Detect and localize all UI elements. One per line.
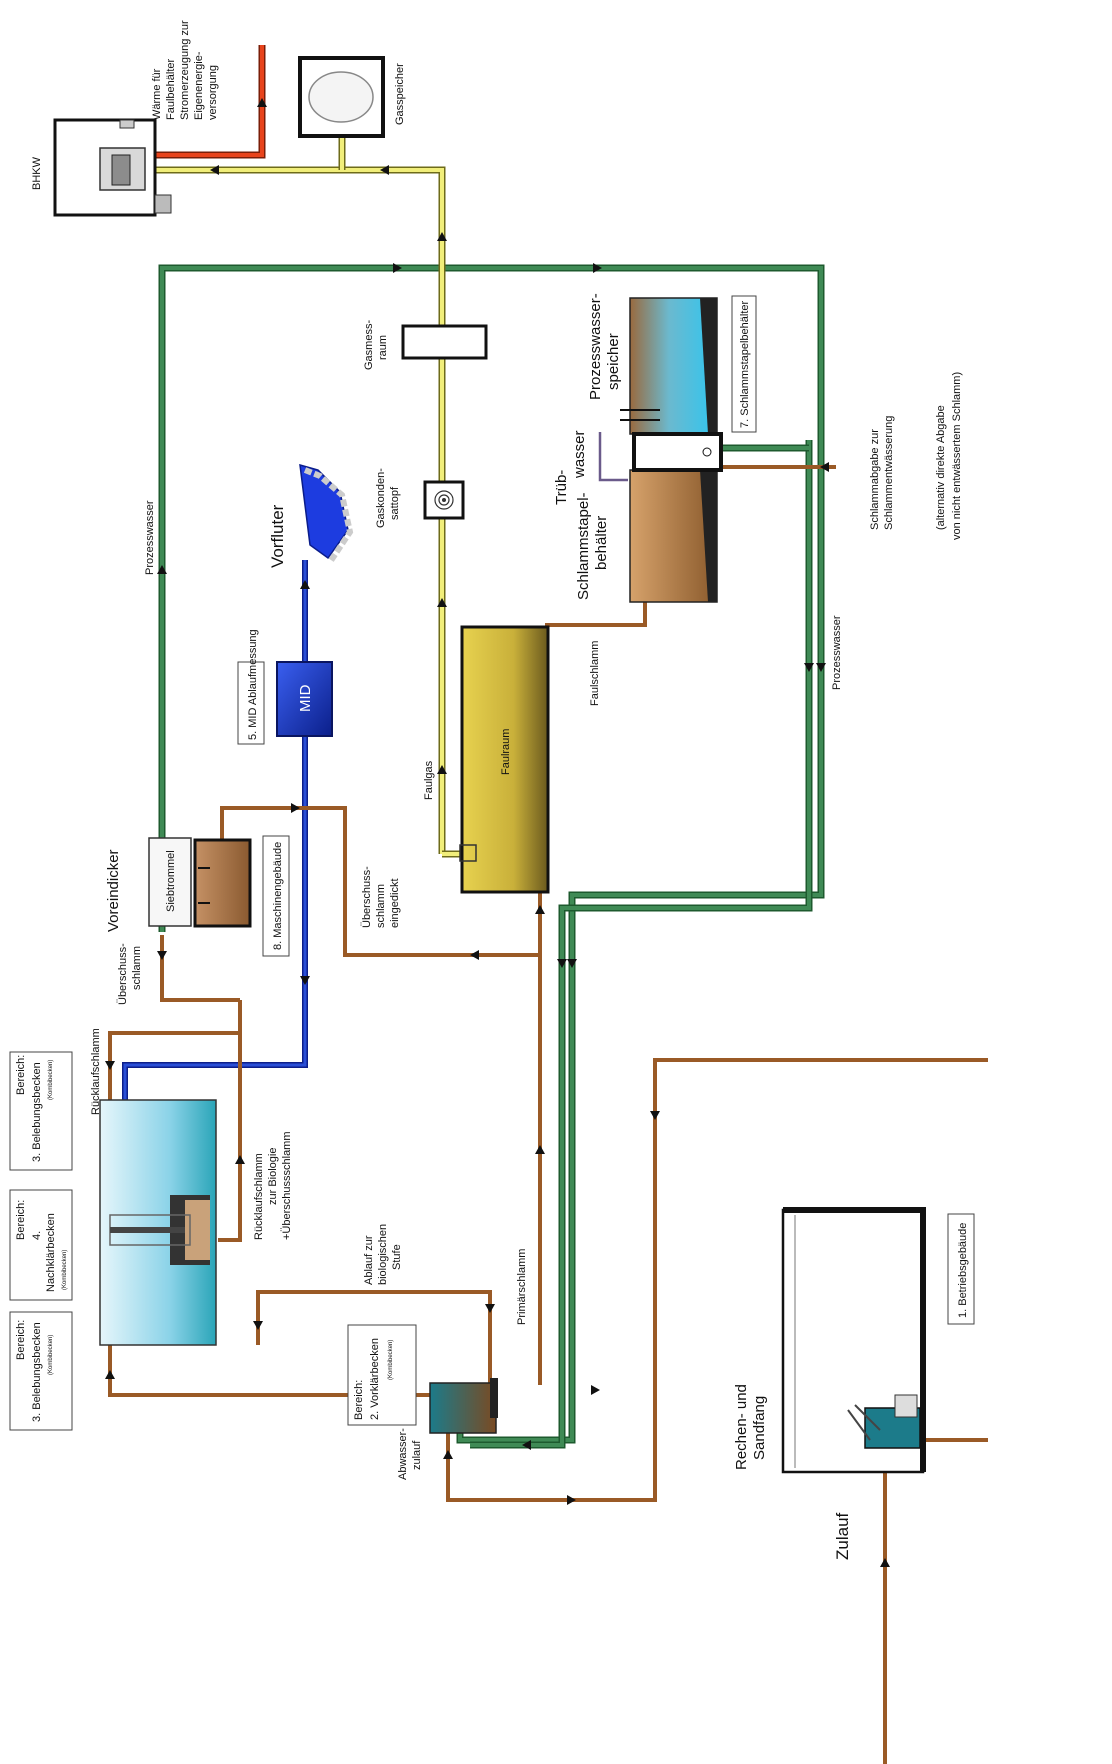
label-bereich-beleb-a-2: 3. Belebungsbecken xyxy=(31,1062,43,1162)
gaskondensattopf xyxy=(423,480,465,520)
label-ablauf-bio-2: biologischen xyxy=(377,1224,389,1285)
rechen-sandfang-machine xyxy=(847,1394,921,1449)
label-ueberschuss-eing-3: eingedickt xyxy=(389,878,401,928)
label-rechen-1: Rechen- und xyxy=(733,1384,750,1470)
belebungsbecken-tank xyxy=(99,1099,217,1346)
gas-pipes xyxy=(155,138,468,858)
gasspeicher-tank xyxy=(298,56,385,138)
vorfluter-channel xyxy=(299,463,354,564)
label-ueberschuss-2: schlamm xyxy=(131,946,143,990)
sludge-pipes xyxy=(108,465,988,1764)
flow-arrows xyxy=(105,98,890,1567)
label-gasspeicher: Gasspeicher xyxy=(394,63,406,125)
label-schlammstapel-1: Schlammstapel- xyxy=(575,492,592,600)
gasmessraum-box xyxy=(401,324,488,360)
label-bereich-nach-2: 4. xyxy=(31,1231,43,1240)
label-ueberschuss-1: Überschuss- xyxy=(117,943,129,1005)
label-alternativ-1: (alternativ direkte Abgabe xyxy=(935,405,947,530)
label-siebtrommel: Siebtrommel xyxy=(165,850,177,912)
label-alternativ-2: von nicht entwässertem Schlamm) xyxy=(951,372,963,540)
label-ueberschuss-eing-1: Überschuss- xyxy=(361,866,373,928)
label-bereich-vor-3: (Kombibecken) xyxy=(388,1340,394,1380)
label-zulauf: Zulauf xyxy=(833,1512,852,1560)
bhkw-building xyxy=(53,118,172,217)
heat-pipe xyxy=(150,45,266,159)
label-voreindicker: Voreindicker xyxy=(105,849,122,932)
label-bereich-nach-1: Bereich: xyxy=(15,1200,27,1240)
label-waerme-5: versorgung xyxy=(207,65,219,120)
betriebsgebaeude xyxy=(781,1207,926,1474)
label-schlammabgabe-1: Schlammabgabe zur xyxy=(869,429,881,530)
label-schlammstapel-2: behälter xyxy=(593,516,610,570)
label-bereich-beleb-b-1: Bereich: xyxy=(15,1320,27,1360)
label-prozesswasser-left: Prozesswasser xyxy=(144,500,156,575)
faulraum-tank xyxy=(459,625,550,894)
schlammstapel-tank xyxy=(598,297,723,603)
label-gaskond-1: Gaskonden- xyxy=(375,468,387,528)
label-faulraum: Faulraum xyxy=(500,729,512,775)
label-bereich-beleb-b-2: 3. Belebungsbecken xyxy=(31,1322,43,1422)
label-waerme-2: Faulbehälter xyxy=(165,59,177,120)
label-rechen-2: Sandfang xyxy=(751,1396,768,1460)
label-boxes xyxy=(9,295,975,1431)
label-bereich-beleb-b-3: (Kombibecken) xyxy=(48,1335,54,1375)
label-primaerschlamm: Primärschlamm xyxy=(516,1249,528,1325)
label-gasmess-1: Gasmess- xyxy=(363,320,375,370)
label-schlammabgabe-2: Schlammentwässerung xyxy=(883,416,895,530)
label-ueberschuss-eing-2: schlamm xyxy=(375,884,387,928)
label-trueb-1: Trüb- xyxy=(553,470,570,505)
label-bereich-nach-4: (Kombibecken) xyxy=(62,1250,68,1290)
label-mid-ablauf: 5. MID Ablaufmessung xyxy=(247,629,259,740)
label-waerme-4: Eigenenergie- xyxy=(193,51,205,120)
label-bereich-beleb-a-3: (Kombibecken) xyxy=(48,1060,54,1100)
label-bereich-vor-2: 2. Vorklärbecken xyxy=(369,1338,381,1420)
label-bhkw: BHKW xyxy=(31,156,43,190)
label-ruecklauf-bio-1: Rücklaufschlamm xyxy=(253,1153,265,1240)
label-gaskond-2: sattopf xyxy=(389,486,401,520)
label-ruecklauf: Rücklaufschlamm xyxy=(90,1028,102,1115)
label-gasmess-2: raum xyxy=(377,335,389,360)
label-bereich-beleb-a-1: Bereich: xyxy=(15,1055,27,1095)
vorklaerbecken-tank xyxy=(429,1378,498,1434)
label-prozesswasser-right: Prozesswasser xyxy=(831,615,843,690)
label-mid: MID xyxy=(297,684,314,712)
label-ruecklauf-bio-2: zur Biologie xyxy=(267,1148,279,1205)
label-ablauf-bio-1: Ablauf zur xyxy=(363,1235,375,1285)
label-bereich-vor-1: Bereich: xyxy=(353,1380,365,1420)
diagram-labels: BHKW Wärme für Faulbehälter Stromerzeugu… xyxy=(15,20,969,1560)
label-prozesswasserspeicher-2: speicher xyxy=(605,333,622,390)
label-vorfluter: Vorfluter xyxy=(268,504,287,568)
label-abwasser-2: zulauf xyxy=(411,1440,423,1470)
label-faulschlamm: Faulschlamm xyxy=(589,641,601,706)
label-betriebsgebaeude: 1. Betriebsgebäude xyxy=(957,1223,969,1318)
mid-meter xyxy=(276,661,333,737)
label-schlammstapelbehaelter7: 7. Schlammstapelbehälter xyxy=(739,300,751,428)
label-prozesswasserspeicher-1: Prozesswasser- xyxy=(587,293,604,400)
label-ablauf-bio-3: Stufe xyxy=(391,1244,403,1270)
label-bereich-nach-3: Nachklärbecken xyxy=(45,1213,57,1292)
voreindicker-unit xyxy=(148,837,252,928)
label-maschinengebaeude: 8. Maschinengebäude xyxy=(272,842,284,950)
label-waerme-1: Wärme für xyxy=(151,68,163,120)
label-ruecklauf-bio-3: +Überschussschlamm xyxy=(281,1131,293,1240)
label-waerme-3: Stromerzeugung zur xyxy=(179,20,191,120)
label-faulgas: Faulgas xyxy=(423,760,435,800)
label-trueb-2: wasser xyxy=(571,430,588,479)
process-water-pipes xyxy=(158,264,825,1449)
clear-water-pipes xyxy=(122,560,308,1100)
label-abwasser-1: Abwasser- xyxy=(397,1428,409,1480)
